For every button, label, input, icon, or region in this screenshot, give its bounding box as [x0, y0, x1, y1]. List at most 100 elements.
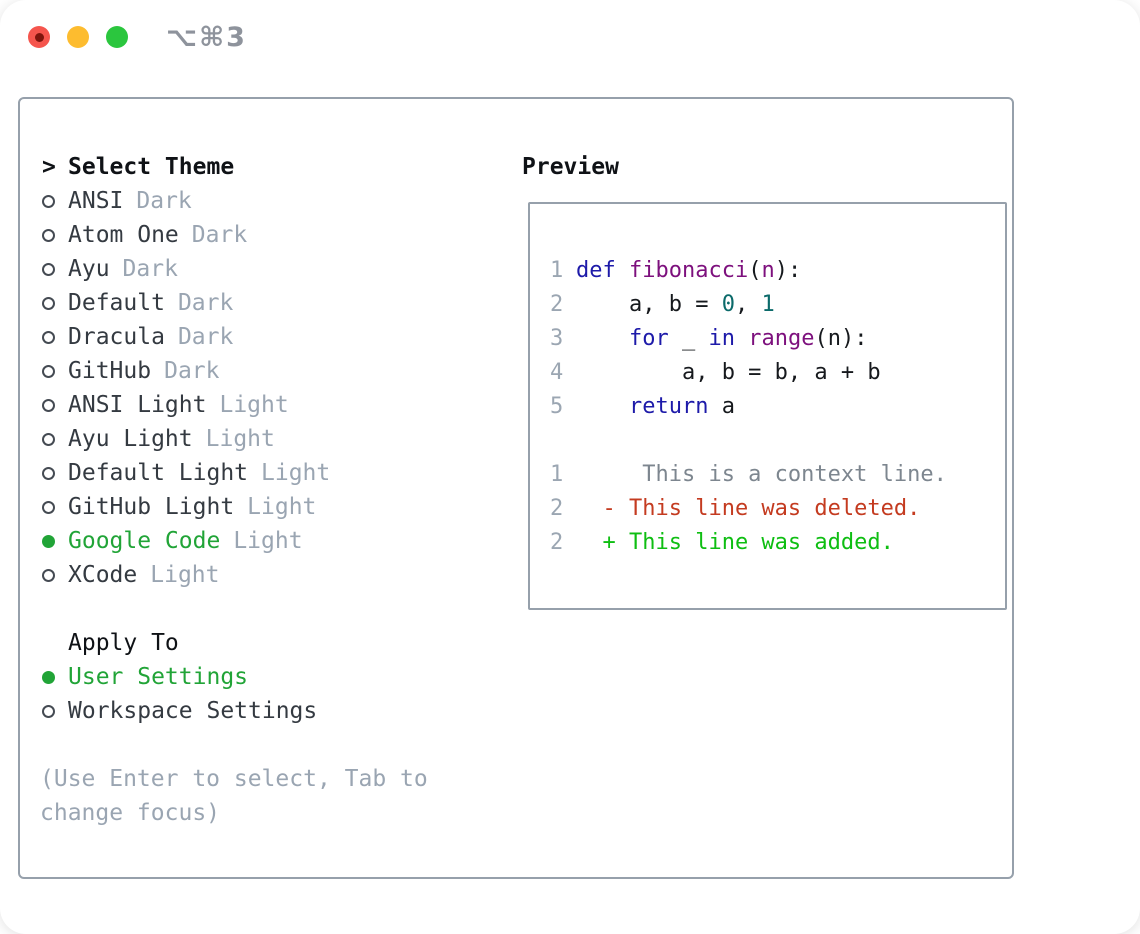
code-token: 1 [761, 291, 775, 317]
traffic-lights [28, 26, 128, 48]
radio-unselected-icon [42, 228, 55, 242]
code-token: a, b = b, a + b [576, 359, 881, 385]
code-token: This is a context line. [576, 461, 947, 487]
spacer [42, 592, 428, 626]
theme-variant: Light [205, 426, 275, 452]
window-title: ⌥⌘3 [166, 22, 247, 53]
line-number: 5 [550, 393, 564, 419]
apply-option-label: User Settings [68, 664, 249, 690]
line-number: 3 [550, 325, 564, 351]
theme-variant: Dark [191, 222, 248, 248]
traffic-light-minimize[interactable] [67, 26, 89, 48]
theme-name: XCode [68, 562, 138, 588]
traffic-light-close[interactable] [28, 26, 50, 48]
code-text: + This line was added. [576, 530, 893, 555]
radio-unselected-icon [42, 500, 55, 514]
code-token: in [708, 325, 735, 351]
radio-unselected-icon [42, 364, 55, 378]
code-line: 1 This is a context line. [550, 457, 1005, 491]
code-token: def [576, 257, 616, 283]
code-token: return [628, 393, 709, 419]
radio-unselected-icon [42, 262, 55, 276]
cursor-indicator: > [42, 154, 56, 180]
code-text: This is a context line. [576, 462, 947, 487]
apply-to-heading: Apply To [68, 630, 179, 656]
code-token: ): [774, 257, 802, 283]
theme-name: Google Code [68, 528, 221, 554]
radio-selected-icon [42, 670, 55, 684]
code-line: 4 a, b = b, a + b [550, 355, 1005, 389]
code-token: a [708, 393, 735, 419]
apply-to-heading-row: Apply To [42, 626, 428, 660]
hint-line: (Use Enter to select, Tab to [40, 766, 428, 792]
theme-variant: Light [261, 460, 331, 486]
code-token: a, b = [576, 291, 722, 317]
theme-variant: Light [233, 528, 303, 554]
code-line: 3 for _ in range(n): [550, 321, 1005, 355]
radio-unselected-icon [42, 194, 55, 208]
select-theme-title: Select Theme [68, 154, 235, 180]
code-text: a, b = b, a + b [576, 360, 881, 385]
radio-unselected-icon [42, 398, 55, 412]
code-token: - This line was deleted. [576, 495, 921, 521]
radio-unselected-icon [42, 330, 55, 344]
apply-option-workspace-settings[interactable]: Workspace Settings [42, 694, 428, 728]
code-token [616, 258, 629, 283]
theme-name: ANSI [68, 188, 124, 214]
traffic-light-zoom[interactable] [106, 26, 128, 48]
theme-variant: Light [150, 562, 220, 588]
theme-name: GitHub [68, 358, 152, 384]
theme-name: Default [68, 290, 165, 316]
code-line: 5 return a [550, 389, 1005, 423]
select-theme-heading-row: > Select Theme [42, 150, 428, 184]
theme-name: Dracula [68, 324, 165, 350]
code-token: , [734, 291, 762, 317]
code-line: 2 a, b = 0, 1 [550, 287, 1005, 321]
theme-option-google-code[interactable]: Google Code Light [42, 524, 428, 558]
line-number: 1 [550, 257, 564, 283]
theme-variant: Light [219, 392, 289, 418]
line-number: 2 [550, 529, 564, 555]
theme-variant: Dark [122, 256, 178, 282]
theme-option-github[interactable]: GitHub Dark [42, 354, 428, 388]
radio-unselected-icon [42, 568, 55, 582]
line-number: 4 [550, 359, 564, 385]
theme-option-xcode[interactable]: XCode Light [42, 558, 428, 592]
code-token [735, 326, 748, 351]
code-token [576, 326, 629, 351]
code-line: 2 + This line was added. [550, 525, 1005, 559]
titlebar: ⌥⌘3 [0, 0, 1140, 74]
theme-variant: Dark [164, 358, 220, 384]
theme-option-ansi[interactable]: ANSI Dark [42, 184, 428, 218]
theme-name: GitHub Light [68, 494, 235, 520]
theme-option-ayu[interactable]: Ayu Dark [42, 252, 428, 286]
apply-option-user-settings[interactable]: User Settings [42, 660, 428, 694]
preview-title: Preview [522, 154, 619, 180]
theme-name: Ayu [68, 256, 110, 282]
radio-unselected-icon [42, 432, 55, 446]
code-line [550, 423, 1005, 457]
code-token: for [628, 325, 669, 351]
theme-variant: Dark [136, 188, 192, 214]
radio-unselected-icon [42, 466, 55, 480]
theme-variant: Dark [177, 290, 234, 316]
code-token: 0 [721, 291, 735, 317]
code-text: return a [576, 394, 735, 419]
theme-option-default[interactable]: Default Dark [42, 286, 428, 320]
code-token: _ [668, 325, 709, 351]
code-token: range [748, 325, 815, 351]
